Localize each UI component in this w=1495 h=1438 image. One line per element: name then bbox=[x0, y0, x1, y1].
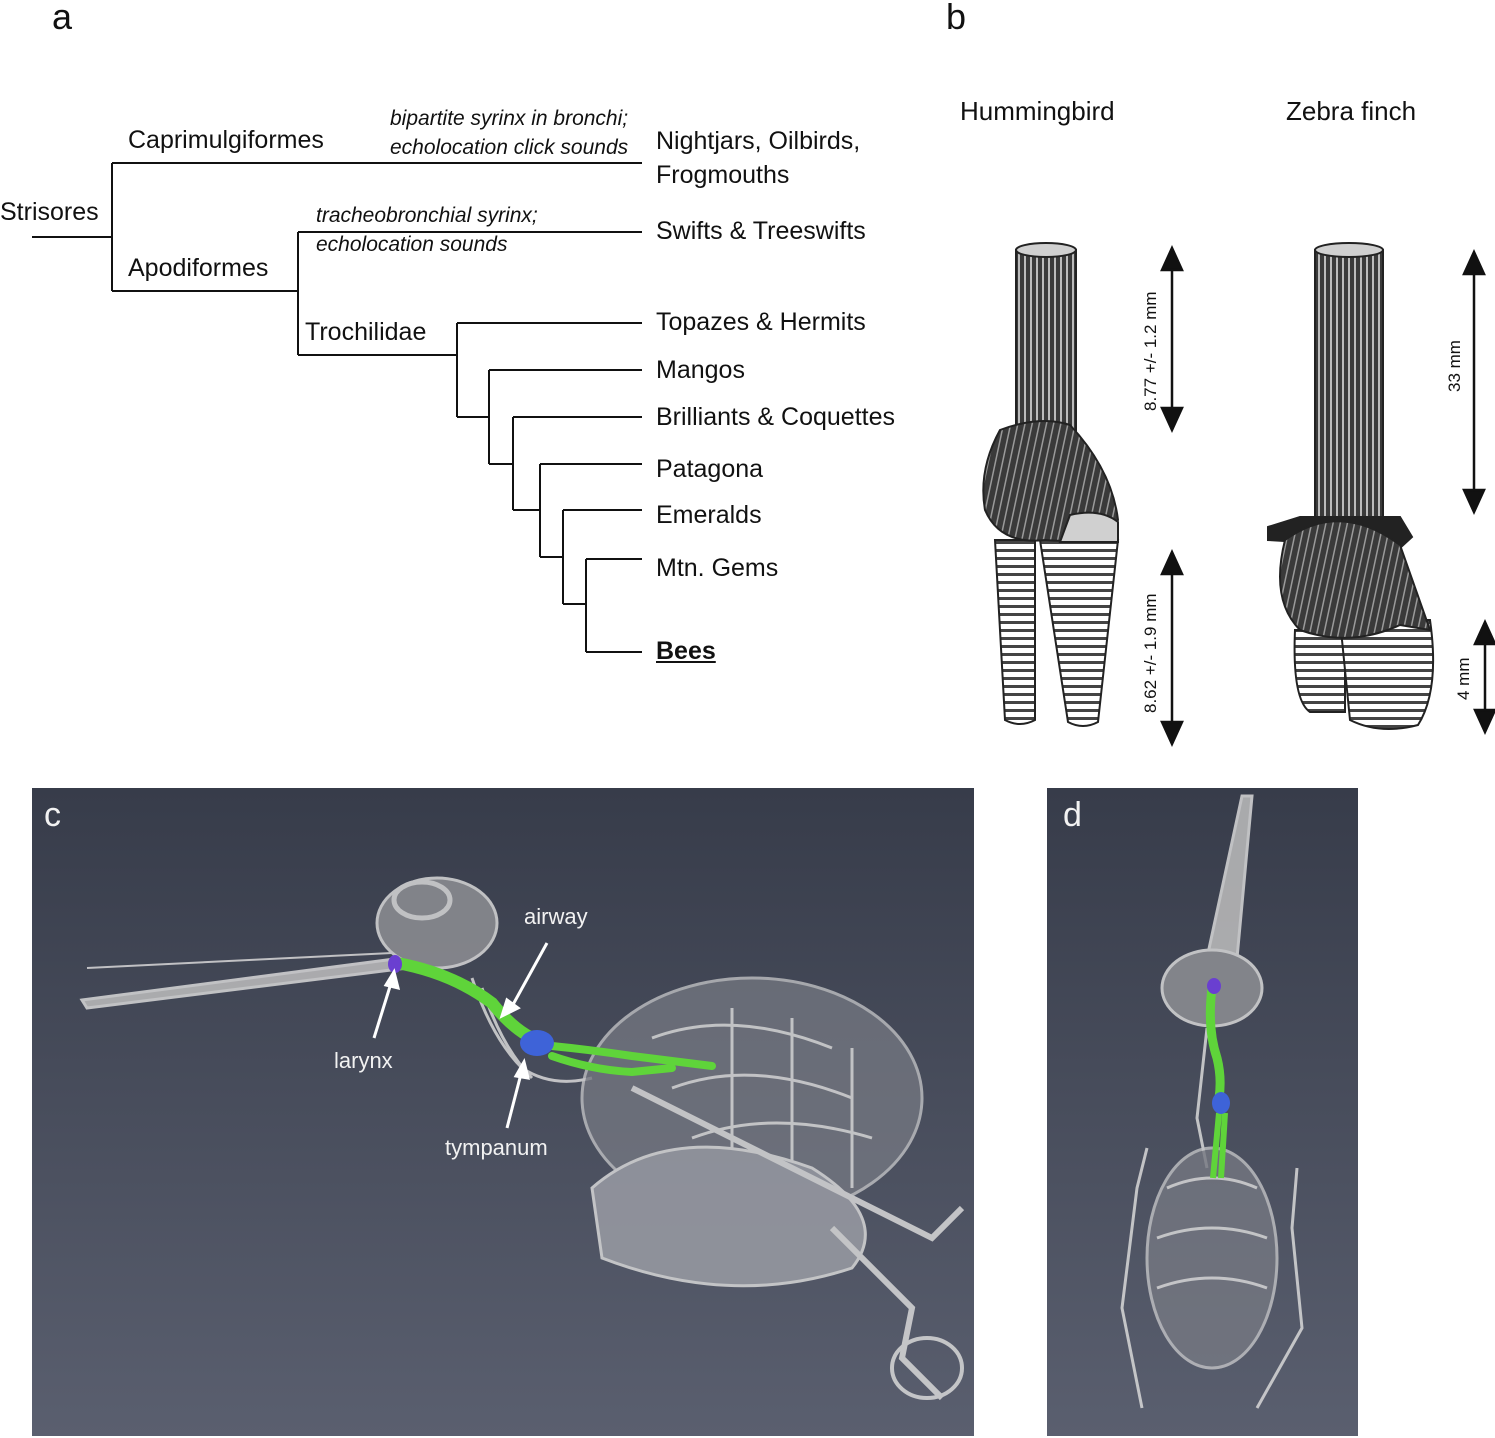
ct-skeleton-dorsal bbox=[1120, 794, 1304, 1409]
clade-caprimulgiformes-label: Caprimulgiformes bbox=[128, 126, 324, 154]
airway-label: airway bbox=[524, 904, 588, 929]
panel-label-a: a bbox=[52, 0, 73, 37]
ct-scan-lateral: c airway larynx tympanum bbox=[32, 788, 974, 1436]
leaf-nightjars: Nightjars, Oilbirds, Frogmouths bbox=[656, 127, 861, 189]
larynx-label: larynx bbox=[334, 1048, 393, 1073]
clade-apodiformes-label: Apodiformes bbox=[128, 254, 269, 282]
leaf-mangos: Mangos bbox=[656, 356, 745, 384]
hummingbird-label: Hummingbird bbox=[960, 96, 1115, 126]
zebra-finch-label: Zebra finch bbox=[1286, 96, 1417, 126]
airway-highlight bbox=[388, 955, 716, 1077]
panel-label-b: b bbox=[946, 0, 967, 37]
leaf-bees: Bees bbox=[656, 637, 716, 665]
ct-skeleton-lateral bbox=[79, 876, 965, 1401]
caprimulgiformes-note: bipartite syrinx in bronchi; echolocatio… bbox=[390, 107, 629, 159]
tympanum-label: tympanum bbox=[445, 1135, 548, 1160]
leaf-topazes: Topazes & Hermits bbox=[656, 308, 866, 336]
clade-root-label: Strisores bbox=[0, 198, 99, 226]
airway-highlight-dorsal bbox=[1205, 978, 1230, 1179]
apodiformes-note: tracheobronchial syrinx; echolocation so… bbox=[316, 204, 538, 256]
zebra-finch-syrinx bbox=[1267, 242, 1435, 730]
ct-scan-dorsal: d bbox=[1047, 788, 1358, 1436]
hummingbird-syrinx bbox=[982, 242, 1120, 727]
panel-label-c: c bbox=[44, 796, 61, 834]
leaf-swifts: Swifts & Treeswifts bbox=[656, 217, 866, 245]
leaf-emeralds: Emeralds bbox=[656, 501, 762, 529]
leaf-mtn-gems: Mtn. Gems bbox=[656, 554, 779, 582]
leaf-patagona: Patagona bbox=[656, 455, 764, 483]
panel-label-d: d bbox=[1063, 796, 1082, 834]
leaf-brilliants: Brilliants & Coquettes bbox=[656, 403, 896, 431]
clade-trochilidae-label: Trochilidae bbox=[305, 318, 427, 346]
